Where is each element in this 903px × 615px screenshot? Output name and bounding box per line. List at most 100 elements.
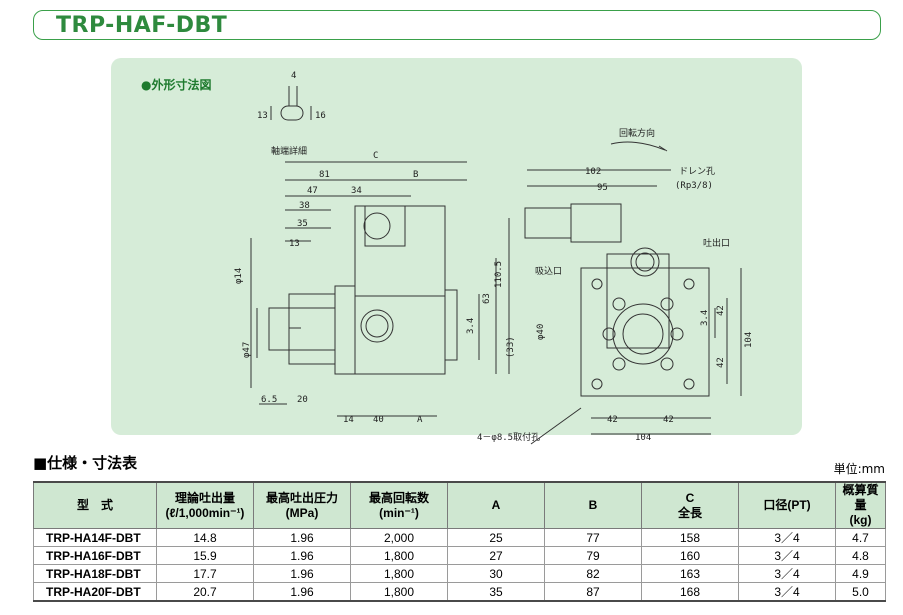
table-row: TRP-HA16F-DBT 15.9 1.96 1,800 27 79 160 … [33, 546, 886, 565]
svg-text:35: 35 [297, 219, 308, 229]
spec-section-title: ■仕様・寸法表 [33, 454, 138, 472]
spec-header-row: 型 式 理論吐出量(ℓ/1,000min⁻¹) 最高吐出圧力(MPa) 最高回転… [33, 481, 886, 529]
table-row: TRP-HA14F-DBT 14.8 1.96 2,000 25 77 158 … [33, 528, 886, 547]
title-box: TRP-HAF-DBT [33, 10, 881, 40]
svg-text:95: 95 [597, 183, 608, 193]
svg-text:102: 102 [585, 167, 601, 177]
svg-text:4: 4 [291, 71, 296, 81]
col-a: A [447, 481, 545, 529]
shaft-hub [288, 293, 336, 365]
svg-text:A: A [417, 415, 423, 425]
svg-text:42: 42 [716, 305, 726, 316]
svg-text:φ14: φ14 [234, 268, 244, 284]
svg-text:13: 13 [257, 111, 268, 121]
svg-text:34: 34 [351, 186, 362, 196]
drain-fitting [524, 207, 572, 239]
svg-text:吸込口: 吸込口 [535, 266, 562, 277]
cell-mass: 4.9 [835, 564, 886, 583]
pump-body-side [354, 205, 446, 375]
svg-text:6.5: 6.5 [261, 395, 277, 405]
cell-speed: 2,000 [350, 528, 448, 547]
svg-text:φ47: φ47 [242, 342, 252, 358]
svg-text:3.4: 3.4 [700, 310, 710, 326]
cell-a: 27 [447, 546, 545, 565]
table-row: TRP-HA18F-DBT 17.7 1.96 1,800 30 82 163 … [33, 564, 886, 583]
svg-text:吐出口: 吐出口 [703, 237, 730, 249]
svg-text:42: 42 [663, 415, 674, 425]
svg-text:40: 40 [373, 415, 384, 425]
cell-model: TRP-HA16F-DBT [33, 546, 157, 565]
col-max-pressure: 最高吐出圧力(MPa) [253, 481, 351, 529]
cell-c: 168 [641, 582, 739, 602]
col-port-size: 口径(PT) [738, 481, 836, 529]
upper-port-block [364, 205, 406, 247]
cell-speed: 1,800 [350, 546, 448, 565]
svg-text:38: 38 [299, 201, 310, 211]
cell-b: 79 [544, 546, 642, 565]
cell-b: 87 [544, 582, 642, 602]
cell-pressure: 1.96 [253, 564, 351, 583]
svg-text:4－φ8.5取付孔: 4－φ8.5取付孔 [477, 432, 540, 443]
cell-displacement: 14.8 [156, 528, 254, 547]
svg-text:47: 47 [307, 186, 318, 196]
svg-text:B: B [413, 170, 418, 180]
cell-a: 30 [447, 564, 545, 583]
svg-text:42: 42 [716, 357, 726, 368]
shaft [268, 307, 336, 351]
svg-text:回転方向: 回転方向 [619, 127, 655, 139]
svg-text:20: 20 [297, 395, 308, 405]
cell-pressure: 1.96 [253, 528, 351, 547]
unit-label: 単位:mm [833, 462, 885, 476]
cell-mass: 4.7 [835, 528, 886, 547]
cell-port: 3／4 [738, 546, 836, 565]
svg-text:ドレン孔: ドレン孔 [679, 166, 715, 177]
page-title: TRP-HAF-DBT [56, 13, 228, 38]
cell-model: TRP-HA20F-DBT [33, 582, 157, 602]
cell-speed: 1,800 [350, 582, 448, 602]
cell-displacement: 20.7 [156, 582, 254, 602]
svg-text:63: 63 [482, 293, 492, 304]
cell-a: 35 [447, 582, 545, 602]
svg-text:軸端詳細: 軸端詳細 [271, 145, 307, 157]
dimension-drawing: ●外形寸法図 [111, 58, 802, 445]
svg-text:42: 42 [607, 415, 618, 425]
cell-speed: 1,800 [350, 564, 448, 583]
svg-text:81: 81 [319, 170, 330, 180]
svg-text:(33): (33) [506, 336, 516, 358]
cell-pressure: 1.96 [253, 582, 351, 602]
cell-model: TRP-HA14F-DBT [33, 528, 157, 547]
cell-b: 77 [544, 528, 642, 547]
col-b: B [544, 481, 642, 529]
svg-text:110.5: 110.5 [494, 261, 504, 288]
col-displacement: 理論吐出量(ℓ/1,000min⁻¹) [156, 481, 254, 529]
cell-c: 160 [641, 546, 739, 565]
svg-text:φ40: φ40 [536, 324, 546, 340]
table-row: TRP-HA20F-DBT 20.7 1.96 1,800 35 87 168 … [33, 582, 886, 602]
cell-a: 25 [447, 528, 545, 547]
svg-text:13: 13 [289, 239, 300, 249]
drawing-svg: 軸端詳細 C 81 B 47 34 38 35 13 6.5 20 14 40 … [234, 71, 754, 445]
shaft-key-detail [280, 105, 304, 121]
cell-pressure: 1.96 [253, 546, 351, 565]
svg-text:14: 14 [343, 415, 354, 425]
suction-port [622, 313, 664, 355]
svg-text:16: 16 [315, 111, 326, 121]
drawing-section-title: ●外形寸法図 [141, 78, 212, 92]
cell-b: 82 [544, 564, 642, 583]
cell-port: 3／4 [738, 528, 836, 547]
mount-flange [334, 285, 356, 375]
svg-text:C: C [373, 151, 378, 161]
cell-displacement: 17.7 [156, 564, 254, 583]
cell-c: 158 [641, 528, 739, 547]
cell-model: TRP-HA18F-DBT [33, 564, 157, 583]
svg-text:3.4: 3.4 [466, 318, 476, 334]
cell-port: 3／4 [738, 582, 836, 602]
rotation-arrow [610, 141, 666, 151]
cell-displacement: 15.9 [156, 546, 254, 565]
svg-text:104: 104 [635, 433, 651, 443]
svg-text:104: 104 [744, 332, 754, 348]
discharge-port [630, 247, 660, 277]
cell-mass: 4.8 [835, 546, 886, 565]
col-max-speed: 最高回転数(min⁻¹) [350, 481, 448, 529]
